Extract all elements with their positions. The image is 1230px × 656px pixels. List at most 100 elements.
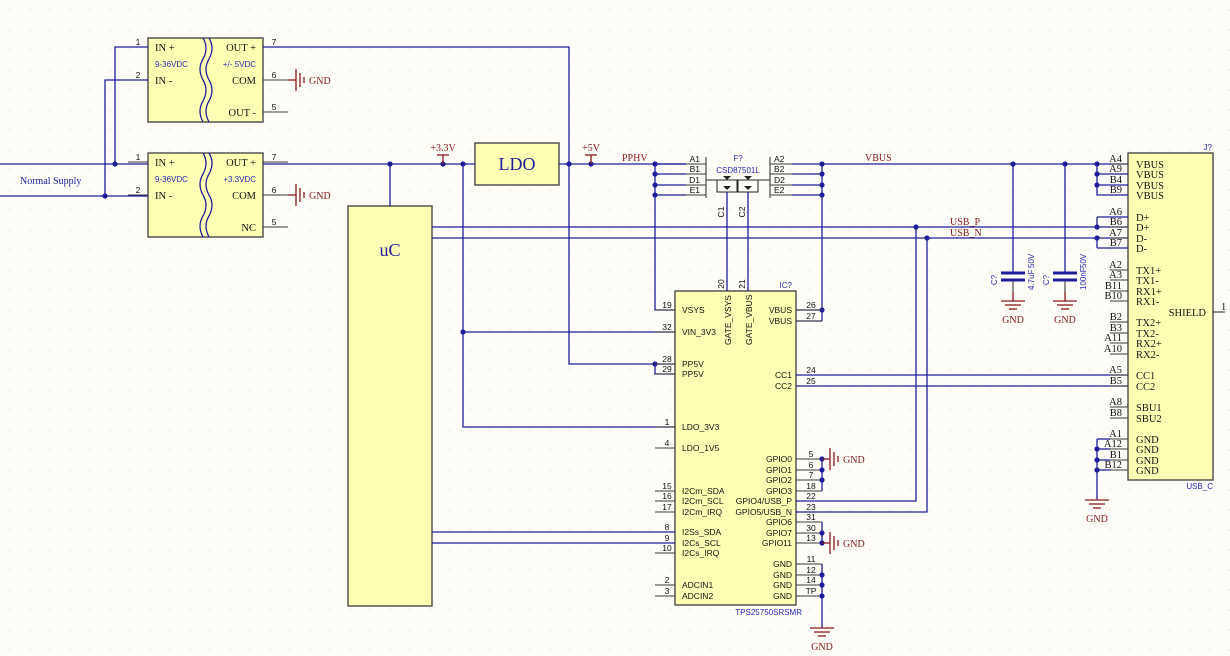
- pin-name: GND: [1136, 456, 1159, 467]
- pin-number: B2: [1110, 312, 1122, 323]
- microcontroller-block: [347, 205, 433, 607]
- pin-name: GATE_VSYS: [723, 295, 733, 345]
- ldo-block: [474, 142, 560, 186]
- pin-name: LDO_1V5: [682, 443, 720, 453]
- pin-name: TX1+: [1136, 266, 1161, 277]
- pin-number: 21: [737, 279, 747, 289]
- junction-dot: [924, 235, 930, 241]
- diode-icon: [723, 186, 731, 190]
- pin-number: A1: [690, 154, 701, 164]
- pin-number: 6: [272, 70, 277, 80]
- cap-voltage: 50V: [1027, 253, 1036, 268]
- pin-number: A11: [1104, 333, 1122, 344]
- diode-icon: [744, 186, 752, 190]
- pin-number: 32: [662, 322, 672, 332]
- pin-number: 5: [809, 449, 814, 459]
- pin-number: A9: [1109, 164, 1122, 175]
- pin-number: 25: [806, 376, 816, 386]
- junction-dot: [652, 171, 658, 177]
- pin-name: VBUS: [769, 316, 792, 326]
- pin-number: 7: [272, 152, 277, 162]
- pin-name: I2Cm_SCL: [682, 496, 724, 506]
- pin-number: E1: [690, 185, 701, 195]
- pin-name: GND: [1136, 466, 1159, 477]
- net-label-pphv: PPHV: [622, 153, 648, 164]
- pin-name: COM: [232, 76, 257, 87]
- net-label-usb-n: USB_N: [950, 228, 982, 239]
- ic-designator: IC?: [780, 281, 793, 290]
- pin-number: B12: [1104, 460, 1122, 471]
- pin-number: 24: [806, 365, 816, 375]
- pin-name: IN +: [155, 158, 175, 169]
- pin-number: 27: [806, 311, 816, 321]
- junction-dot: [566, 161, 572, 167]
- pin-number: D1: [689, 175, 700, 185]
- pin-number: 1: [136, 37, 141, 47]
- pin-name: VBUS: [769, 305, 792, 315]
- pin-name: PP5V: [682, 359, 704, 369]
- pin-name: GPIO7: [766, 528, 792, 538]
- pin-name: SBU2: [1136, 414, 1162, 425]
- pin-number: B1: [690, 164, 701, 174]
- pin-name: SHIELD: [1169, 308, 1207, 319]
- pin-name: IN -: [155, 76, 173, 87]
- power-port-5v: +5V: [582, 143, 601, 154]
- pin-number: 12: [806, 565, 816, 575]
- pin-number: D2: [774, 175, 785, 185]
- pin-name: COM: [232, 191, 257, 202]
- junction-dot: [1094, 446, 1100, 452]
- pin-number: B2: [774, 164, 785, 174]
- pin-name: I2Cm_IRQ: [682, 507, 723, 517]
- pin-name: CC2: [1136, 382, 1155, 393]
- pin-number: 20: [716, 279, 726, 289]
- gnd-label: GND: [309, 191, 331, 202]
- isolation-barrier-icon: [205, 152, 213, 238]
- pin-number: 6: [272, 185, 277, 195]
- pin-name: I2Cs_IRQ: [682, 548, 720, 558]
- pin-number: B7: [1110, 238, 1122, 249]
- pin-number: 3: [665, 586, 670, 596]
- pin-number: A2: [1109, 260, 1122, 271]
- pin-number: 5: [272, 102, 277, 112]
- net-label-vbus: VBUS: [865, 153, 892, 164]
- pin-number: A3: [1109, 270, 1122, 281]
- pin-name: PP5V: [682, 369, 704, 379]
- junction-dot: [819, 467, 825, 473]
- connector-part: USB_C: [1186, 482, 1213, 491]
- junction-dot: [652, 182, 658, 188]
- junction-dot: [1094, 182, 1100, 188]
- connector-designator: J?: [1204, 143, 1213, 152]
- pin-name: ADCIN2: [682, 591, 713, 601]
- pin-number: 17: [662, 502, 672, 512]
- pin-number: 19: [662, 300, 672, 310]
- pin-name: GPIO2: [766, 475, 792, 485]
- junction-dot: [460, 329, 466, 335]
- junction-dot: [1094, 171, 1100, 177]
- pin-name: I2Ss_SDA: [682, 527, 722, 537]
- pin-name: VBUS: [1136, 170, 1164, 181]
- pin-number: 7: [809, 470, 814, 480]
- diode-icon: [723, 176, 731, 180]
- gnd-label: GND: [811, 642, 833, 653]
- pin-name: GPIO1: [766, 465, 792, 475]
- pin-number: TP: [806, 586, 817, 596]
- junction-dot: [387, 161, 393, 167]
- pin-number: 28: [662, 354, 672, 364]
- pin-name: TX2-: [1136, 329, 1159, 340]
- pin-number: A1: [1109, 429, 1122, 440]
- pin-name: GND: [1136, 445, 1159, 456]
- junction-dot: [1094, 224, 1100, 230]
- fet-part: CSD87501L: [716, 166, 760, 175]
- pin-number: 10: [662, 543, 672, 553]
- cap-designator: C?: [1042, 274, 1051, 285]
- pin-name: LDO_3V3: [682, 422, 720, 432]
- pin-name: GPIO6: [766, 517, 792, 527]
- pin-number: A5: [1109, 365, 1122, 376]
- pin-number: 1: [136, 152, 141, 162]
- pin-number: 13: [806, 533, 816, 543]
- pin-number: 9: [665, 533, 670, 543]
- pin-name: VBUS: [1136, 191, 1164, 202]
- pin-number: C1: [716, 206, 726, 217]
- pin-number: 4: [665, 438, 670, 448]
- pin-name: D-: [1136, 244, 1148, 255]
